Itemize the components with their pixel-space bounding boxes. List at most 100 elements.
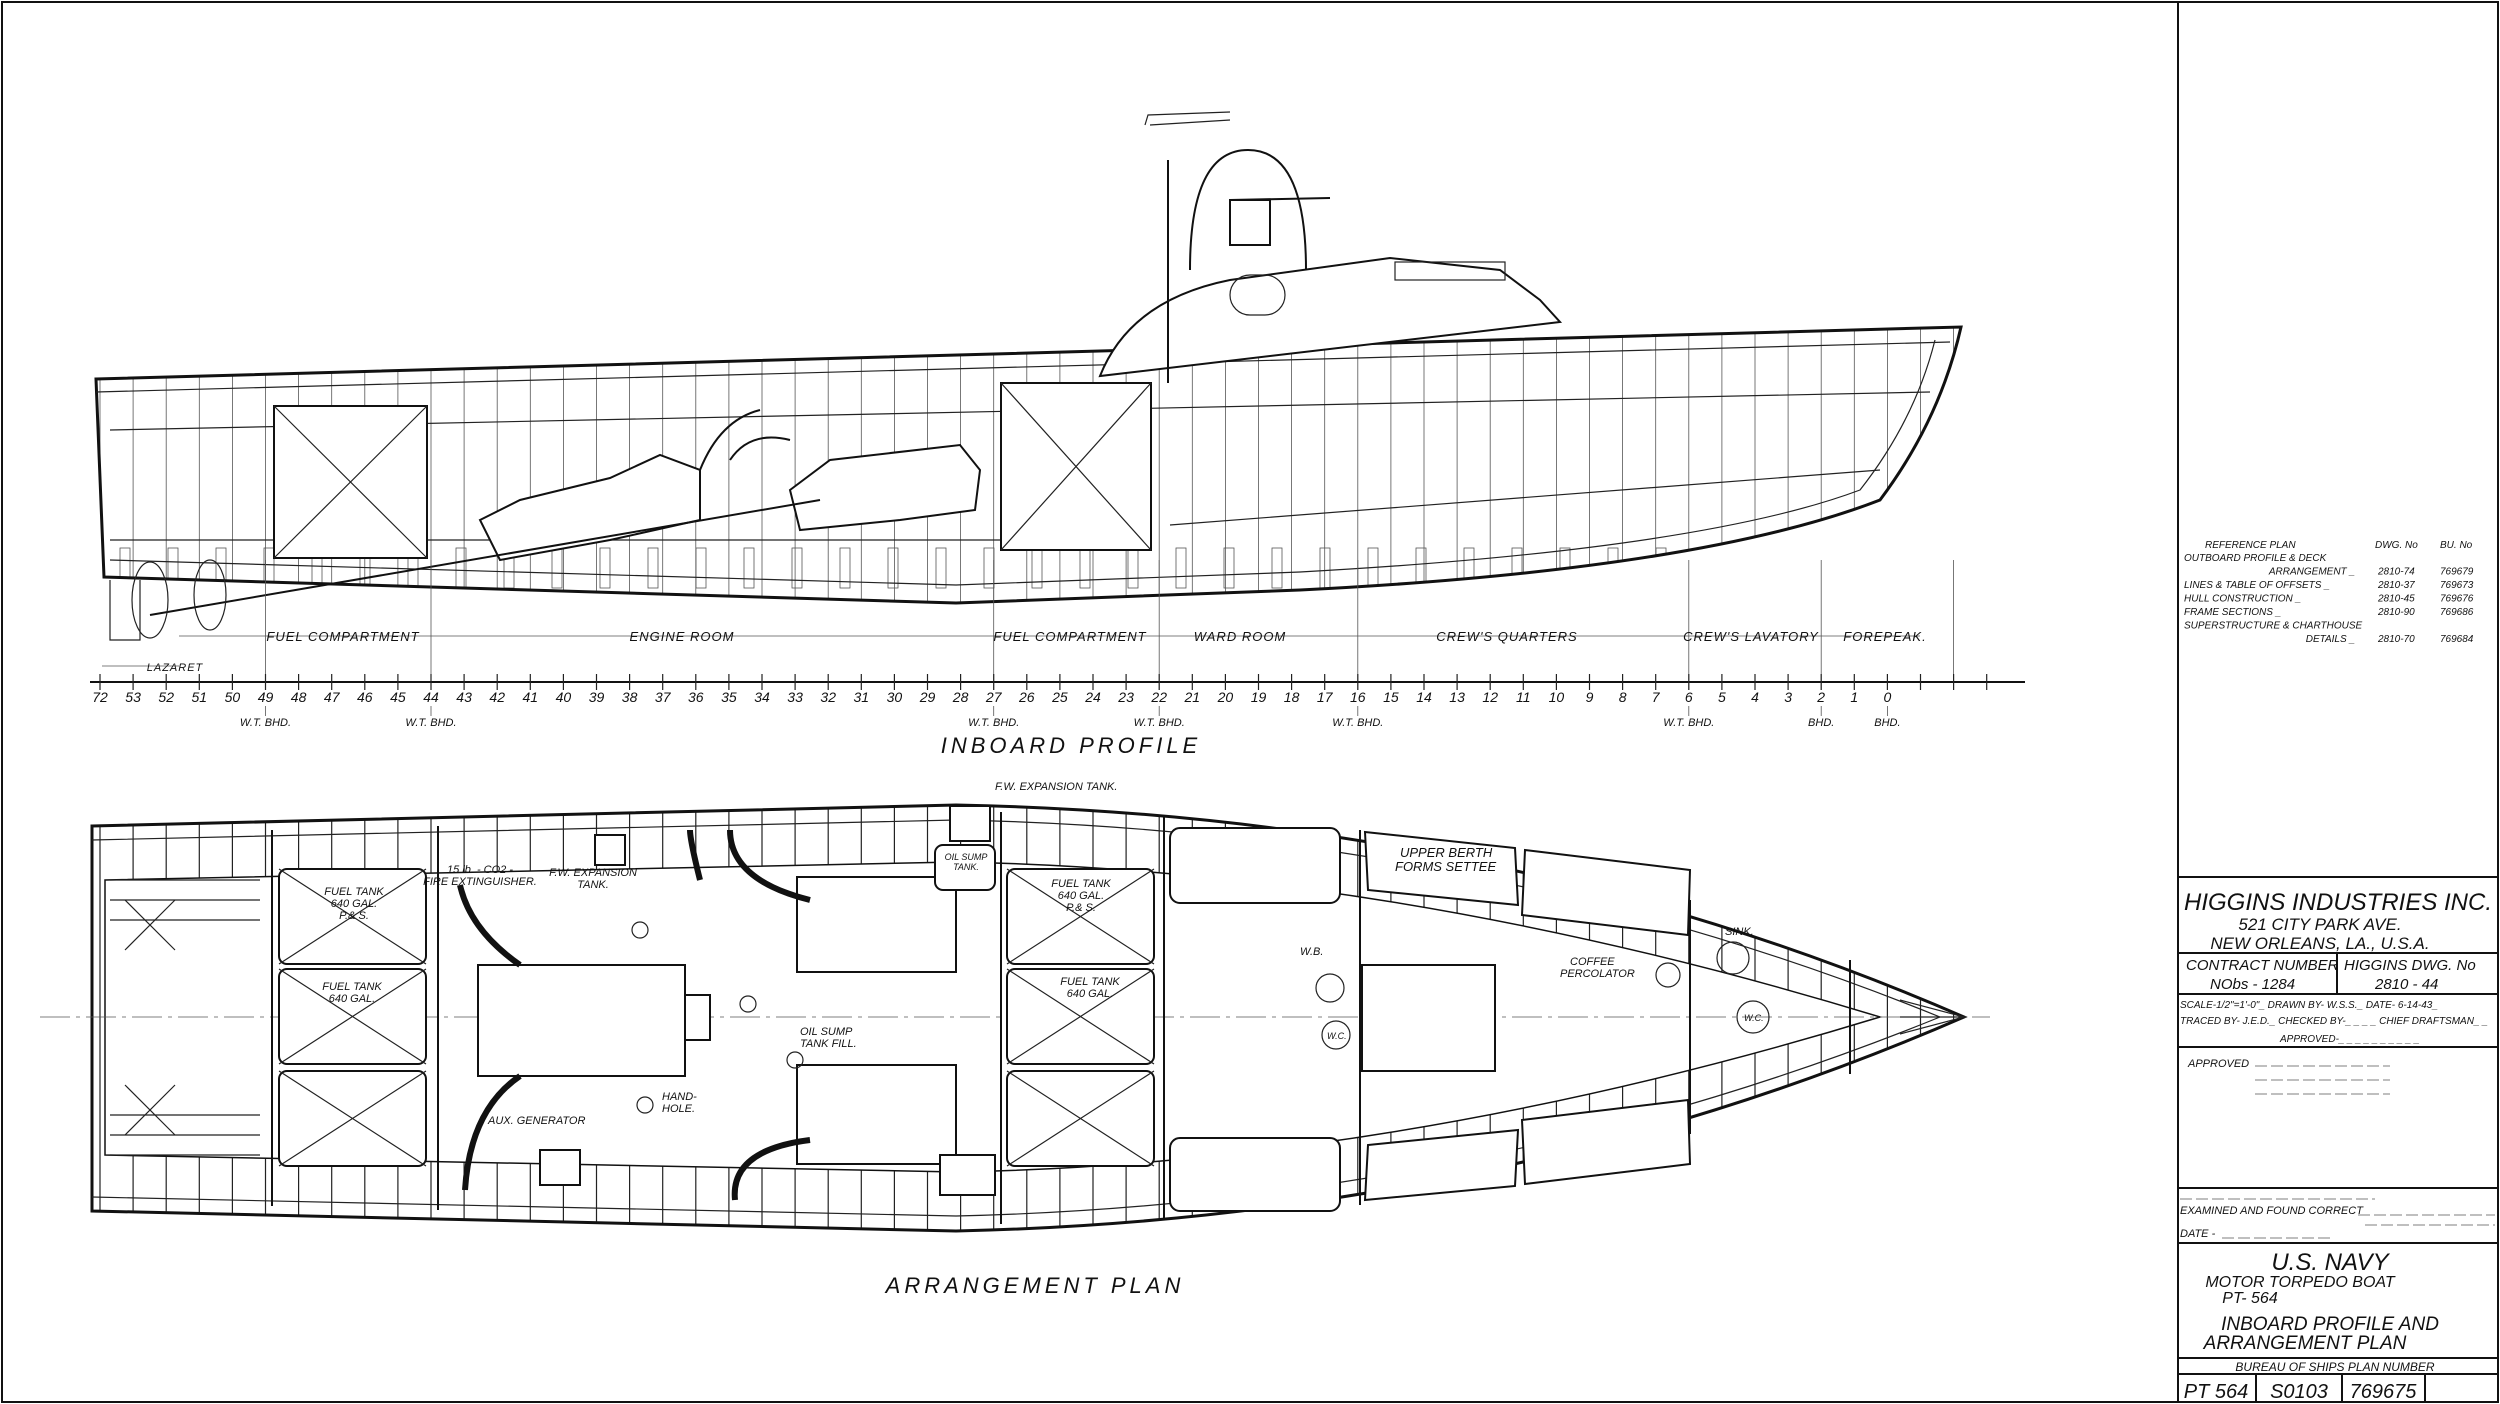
frame-number: 35 xyxy=(721,689,737,705)
windshield xyxy=(1394,261,1506,281)
frame-number: 30 xyxy=(887,689,903,705)
hand-hole-icon xyxy=(631,921,649,939)
frame-number: 6 xyxy=(1685,689,1693,705)
bulkhead-label: W.T. BHD. xyxy=(1332,717,1383,729)
gearbox xyxy=(684,994,711,1041)
label-co2-extinguisher: 15 lb. - CO2 -FIRE EXTINGUISHER. xyxy=(423,864,537,888)
frame-number: 48 xyxy=(291,689,307,705)
compartment-forepeak: FOREPEAK. xyxy=(1843,629,1926,644)
ref-header-bu: BU. No xyxy=(2440,540,2473,551)
plan-fuel-tank xyxy=(1006,1070,1155,1167)
contract-number-value: NObs - 1284 xyxy=(2210,976,2295,993)
wc-icon xyxy=(1321,1020,1351,1050)
engine-port xyxy=(796,876,957,973)
profile-floor-timber xyxy=(935,547,947,589)
frame-number: 21 xyxy=(1184,689,1201,705)
frame-number: 22 xyxy=(1150,689,1167,705)
lazaret-grating xyxy=(110,879,260,1156)
chart-house-window xyxy=(1229,274,1286,316)
plan-number-cell: S0103 xyxy=(2270,1381,2328,1403)
profile-floor-timber xyxy=(1511,547,1523,589)
profile-floor-timber xyxy=(119,547,131,589)
frame-number: 44 xyxy=(423,689,439,705)
bow-stem xyxy=(1899,999,1967,1035)
drawing-title-line1: INBOARD PROFILE AND xyxy=(2221,1314,2439,1335)
frame-number: 33 xyxy=(787,689,803,705)
plan-number-cell: PT 564 xyxy=(2184,1381,2248,1403)
compartment-ward-room: WARD ROOM xyxy=(1194,629,1287,644)
approval-signature-lines xyxy=(2180,1065,2495,1239)
frame-number: 43 xyxy=(456,689,472,705)
rudder xyxy=(109,580,141,641)
gun-mount xyxy=(1229,199,1271,246)
plan-fuel-tank xyxy=(278,968,427,1065)
profile-floor-timber xyxy=(1847,547,1859,589)
ref-dwg-no: 2810-70 xyxy=(2377,634,2415,645)
higgins-dwg-value: 2810 - 44 xyxy=(2374,976,2438,993)
profile-floor-timber xyxy=(1271,547,1283,589)
label-wc: W.C. xyxy=(1744,1013,1764,1023)
compartment-lazaret: LAZARET xyxy=(147,662,204,674)
profile-engine-aft xyxy=(478,453,701,562)
frame-number: 47 xyxy=(324,689,341,705)
compartment-fuel-fwd: FUEL COMPARTMENT xyxy=(993,629,1146,644)
frame-number: 37 xyxy=(655,689,672,705)
profile-floor-timber xyxy=(1751,547,1763,589)
frame-number: 41 xyxy=(523,689,539,705)
compartment-crews-lavatory: CREW'S LAVATORY xyxy=(1683,629,1819,644)
profile-floor-timber xyxy=(1079,547,1091,589)
reference-plan-table: REFERENCE PLAN DWG. No BU. No OUTBOARD P… xyxy=(2184,540,2474,645)
frame-number: 14 xyxy=(1416,689,1432,705)
profile-hull-outline xyxy=(94,325,1963,605)
profile-floor-timber xyxy=(167,547,179,589)
company-address-1: 521 CITY PARK AVE. xyxy=(2238,915,2401,934)
deckhouse xyxy=(1098,256,1563,378)
profile-floor-timber xyxy=(887,547,899,589)
plan-number-cell: 769675 xyxy=(2350,1381,2418,1403)
profile-floor-timber xyxy=(1175,547,1187,589)
profile-floor-timber xyxy=(647,547,659,589)
frame-number: 12 xyxy=(1482,689,1498,705)
ref-dwg-no: 2810-90 xyxy=(2377,607,2415,618)
profile-floor-timber xyxy=(551,547,563,589)
plan-fuel-tank xyxy=(1006,968,1155,1065)
plan-fuel-tank xyxy=(1006,868,1155,965)
frame-number: 9 xyxy=(1586,689,1594,705)
ward-room-table xyxy=(1361,964,1496,1072)
frame-number: 11 xyxy=(1516,689,1531,705)
approved-label: APPROVED xyxy=(2187,1058,2249,1070)
profile-engine-fwd xyxy=(788,443,982,532)
frame-number: 1 xyxy=(1850,689,1858,705)
ref-plan-name: OUTBOARD PROFILE & DECK xyxy=(2184,553,2328,564)
frame-number: 15 xyxy=(1383,689,1399,705)
flag xyxy=(1144,111,1231,126)
profile-floor-timber xyxy=(1799,547,1811,589)
compartment-crews-quarters: CREW'S QUARTERS xyxy=(1436,629,1577,644)
profile-floor-timber xyxy=(695,547,707,589)
oil-fill-icon xyxy=(786,1051,804,1069)
frame-number: 2 xyxy=(1816,689,1825,705)
frame-number: 34 xyxy=(754,689,770,705)
bulkhead-label: BHD. xyxy=(1808,717,1834,729)
bulkhead-label: W.T. BHD. xyxy=(1663,717,1714,729)
drawing-title-line2: ARRANGEMENT PLAN xyxy=(2203,1333,2407,1354)
ref-dwg-no: 2810-45 xyxy=(2377,594,2415,605)
profile-fuel-tank-aft xyxy=(273,405,428,559)
reference-row: OUTBOARD PROFILE & DECK xyxy=(2184,553,2328,564)
frame-number: 50 xyxy=(225,689,241,705)
propeller-icon xyxy=(193,559,227,631)
company-address-2: NEW ORLEANS, LA., U.S.A. xyxy=(2210,934,2429,953)
ref-plan-name: SUPERSTRUCTURE & CHARTHOUSE xyxy=(2184,621,2362,632)
hand-hole-icon xyxy=(739,995,757,1013)
boat-type: MOTOR TORPEDO BOAT xyxy=(2205,1274,2396,1291)
aux-generator xyxy=(539,1149,581,1186)
frame-number: 23 xyxy=(1117,689,1134,705)
approved-inner: APPROVED-_ _ _ _ _ _ _ _ _ _ xyxy=(2279,1034,2420,1045)
